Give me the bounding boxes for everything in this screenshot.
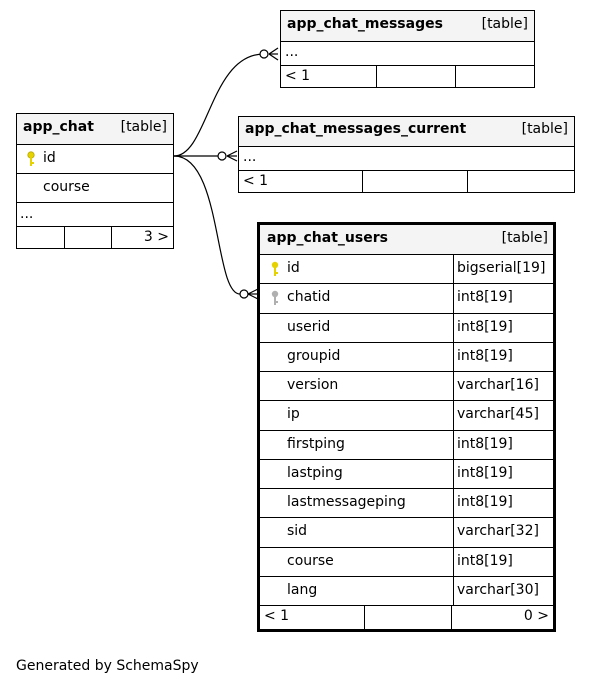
divider [376,66,377,87]
divider [453,313,454,342]
table-row: course int8[19] [260,546,553,576]
table-app-chat-messages-current[interactable]: app_chat_messages_current [table] ... < … [238,116,575,193]
edge-app-chat-to-users [173,155,241,295]
footer-children: 3 > [143,229,169,245]
column-name: version [287,377,339,393]
divider [453,518,454,547]
footer-children: 0 > [523,608,549,624]
table-row: lastmessageping int8[19] [260,488,553,518]
column-name: ip [287,406,300,423]
divider [362,171,363,192]
table-row: ... [281,41,534,65]
column-name: lastping [287,464,343,481]
column-type: varchar[32] [457,523,539,540]
table-kind: [table] [481,16,528,32]
table-row: ... [17,202,173,226]
table-header: app_chat [table] [17,114,173,144]
table-header: app_chat_messages [table] [281,11,534,41]
ellipsis-row: ... [243,149,257,165]
foreign-key-icon [271,291,279,306]
table-row: firstping int8[19] [260,429,553,459]
footer-parents: < 1 [243,173,269,189]
column-type: varchar[30] [457,581,539,598]
table-app-chat-messages[interactable]: app_chat_messages [table] ... < 1 [280,10,535,88]
column-type: int8[19] [457,289,513,306]
table-footer: 3 > [17,226,173,248]
table-row: chatid int8[19] [260,283,553,313]
column-name: firstping [287,435,345,452]
table-header: app_chat_users [table] [260,225,553,254]
table-row: sid varchar[32] [260,517,553,547]
divider [453,255,454,284]
column-name: groupid [287,347,341,364]
divider [111,227,112,248]
column-name: course [287,552,334,569]
table-kind: [table] [501,230,548,246]
column-type: int8[19] [457,347,513,364]
divider [453,576,454,605]
table-app-chat-users[interactable]: app_chat_users [table] id bigserial[19] ch… [257,222,556,632]
table-row: lastping int8[19] [260,458,553,488]
table-kind: [table] [521,121,568,137]
table-row: course [17,173,173,202]
divider [453,489,454,518]
divider [64,227,65,248]
column-type: bigserial[19] [457,260,546,276]
table-row: id [17,144,173,173]
edge-app-chat-to-messages [173,53,265,157]
primary-key-icon [271,261,279,276]
column-name: lang [287,581,318,598]
column-type: int8[19] [457,494,513,510]
column-type: varchar[45] [457,406,539,423]
column-name: lastmessageping [287,494,406,510]
divider [364,606,365,629]
table-name: app_chat_messages [287,16,443,32]
table-kind: [table] [120,119,167,135]
footer-parents: < 1 [264,608,290,624]
column-name: userid [287,318,331,335]
divider [453,430,454,459]
table-row: groupid int8[19] [260,341,553,371]
table-row: version varchar[16] [260,371,553,401]
column-name: chatid [287,289,331,306]
ellipsis-row: ... [285,44,299,60]
divider [453,284,454,313]
table-row: userid int8[19] [260,312,553,342]
table-name: app_chat_messages_current [245,121,467,137]
column-type: int8[19] [457,552,513,569]
column-type: varchar[16] [457,377,539,393]
table-name: app_chat_users [267,230,388,246]
table-name: app_chat [23,119,94,135]
primary-key-icon [27,151,35,166]
column-name: sid [287,523,308,540]
divider [455,66,456,87]
table-footer: < 1 [281,65,534,87]
column-type: int8[19] [457,464,513,481]
table-row: id bigserial[19] [260,254,553,284]
table-row: lang varchar[30] [260,575,553,605]
divider [453,342,454,371]
table-footer: < 1 [239,170,574,192]
divider [453,547,454,576]
column-type: int8[19] [457,318,513,335]
table-row: ... [239,146,574,170]
table-footer: < 1 0 > [260,605,553,629]
ellipsis-row: ... [20,206,34,222]
generated-by-text: Generated by SchemaSpy [16,658,199,674]
divider [451,606,452,629]
divider [467,171,468,192]
column-type: int8[19] [457,435,513,452]
divider [453,401,454,430]
divider [453,459,454,488]
table-header: app_chat_messages_current [table] [239,117,574,146]
column-name: id [287,260,300,276]
column-name: id [43,150,56,166]
table-row: ip varchar[45] [260,400,553,430]
column-name: course [43,179,90,195]
divider [453,372,454,401]
footer-parents: < 1 [285,68,311,84]
table-app-chat[interactable]: app_chat [table] id course ... 3 > [16,113,174,249]
